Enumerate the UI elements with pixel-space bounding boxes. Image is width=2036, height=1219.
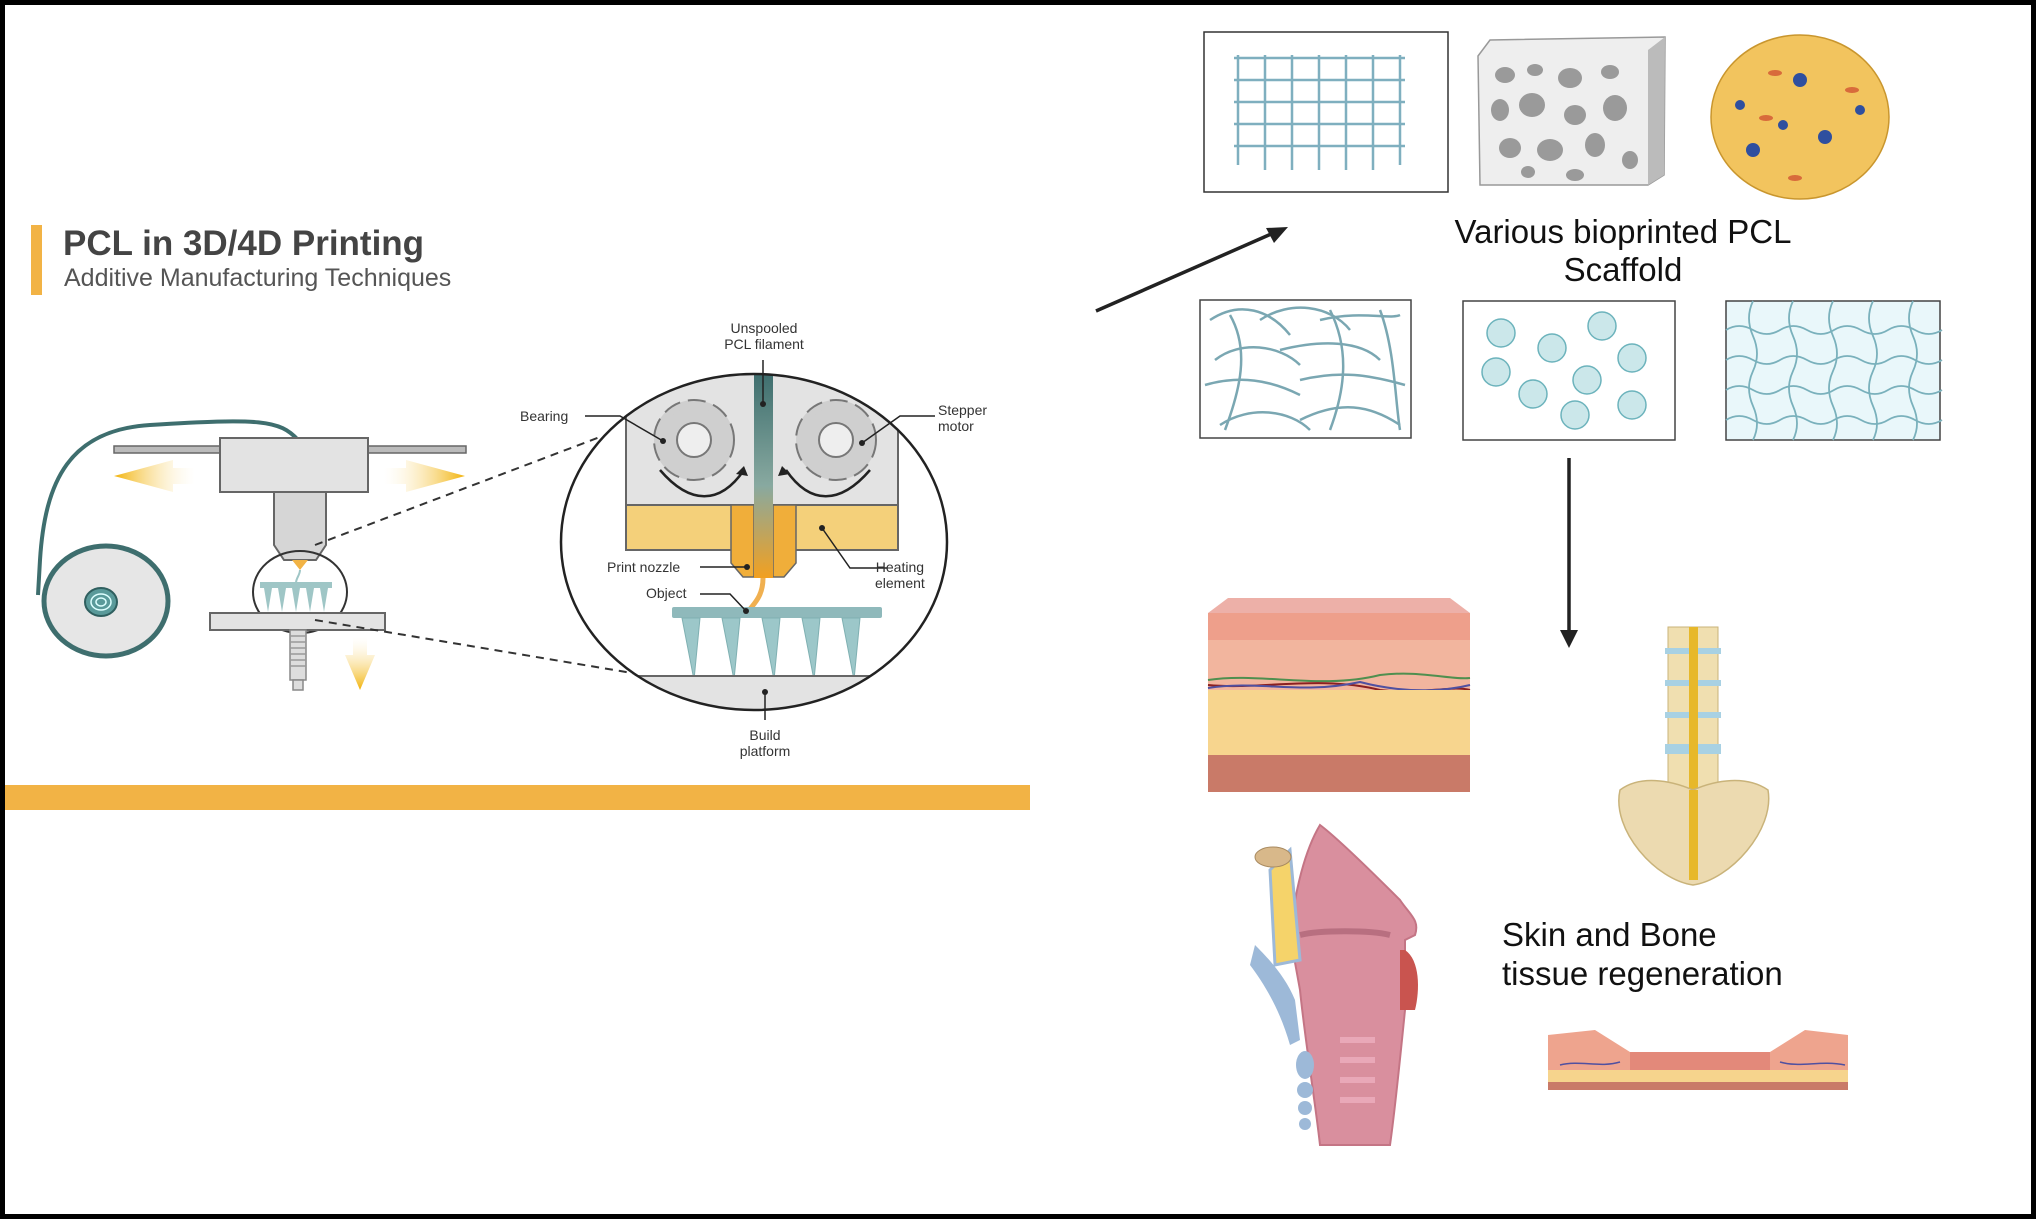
- skin-tissue: [1207, 598, 1471, 792]
- larynx-trachea: [1250, 823, 1418, 1146]
- move-right-arrow: [384, 460, 465, 492]
- bearing-gear: [653, 399, 735, 481]
- label-print-nozzle: Print nozzle: [607, 559, 681, 575]
- accent-divider-bar: [5, 785, 1030, 810]
- microsphere-scaffold: [1462, 300, 1676, 441]
- figure-subtitle: Additive Manufacturing Techniques: [64, 264, 452, 292]
- z-screw: [289, 629, 307, 681]
- label-line: Unspooled: [730, 320, 798, 336]
- label-heating-element: Heating element: [875, 559, 925, 591]
- label-line: motor: [938, 418, 974, 434]
- label-line: PCL filament: [724, 336, 804, 352]
- print-head-carriage: [219, 437, 369, 493]
- caption-line: Various bioprinted PCL: [1454, 213, 1792, 250]
- label-line: Stepper: [938, 402, 988, 418]
- applications-caption: Skin and Bone tissue regeneration: [1502, 915, 1783, 993]
- title-accent-bar: [31, 225, 42, 295]
- zoom-connector-bottom: [314, 619, 651, 677]
- porous-foam-scaffold: [1477, 36, 1666, 186]
- caption-line: tissue regeneration: [1502, 955, 1783, 992]
- label-line: platform: [739, 743, 791, 759]
- label-line: Heating: [875, 559, 925, 575]
- hydrogel-mesh-scaffold: [1725, 300, 1943, 441]
- rotation-arrow-left: [659, 469, 746, 498]
- grid-lattice-scaffold: [1203, 31, 1449, 193]
- wound-skin: [1548, 1030, 1848, 1090]
- spool-core: [84, 587, 118, 617]
- caption-line: Skin and Bone: [1502, 916, 1717, 953]
- move-left-arrow: [114, 460, 195, 492]
- label-object: Object: [646, 585, 687, 601]
- label-line: element: [875, 575, 925, 591]
- spine-bone: [1618, 626, 1770, 886]
- label-bearing: Bearing: [520, 408, 569, 424]
- extruder-nozzle: [273, 491, 327, 561]
- cell-sphere-scaffold: [1710, 34, 1890, 200]
- arrow-to-scaffolds: [1095, 229, 1279, 313]
- filament-path: [36, 419, 300, 596]
- scaffolds-caption: Various bioprinted PCL Scaffold: [1398, 213, 1848, 289]
- caption-line: Scaffold: [1563, 251, 1683, 288]
- fibrous-scaffold: [1199, 299, 1412, 439]
- figure-title: PCL in 3D/4D Printing: [63, 224, 425, 263]
- label-build-platform: Build platform: [729, 727, 801, 759]
- label-unspooled-filament: Unspooled PCL filament: [706, 320, 822, 352]
- stepper-motor-gear: [795, 399, 877, 481]
- zoom-connector-top: [314, 436, 601, 546]
- print-head-detail: [559, 360, 949, 720]
- filament-strand: [754, 374, 773, 578]
- move-down-arrow: [345, 637, 375, 690]
- label-line: Build: [749, 727, 781, 743]
- rotation-arrow-right: [784, 469, 871, 498]
- label-stepper-motor: Stepper motor: [938, 402, 987, 434]
